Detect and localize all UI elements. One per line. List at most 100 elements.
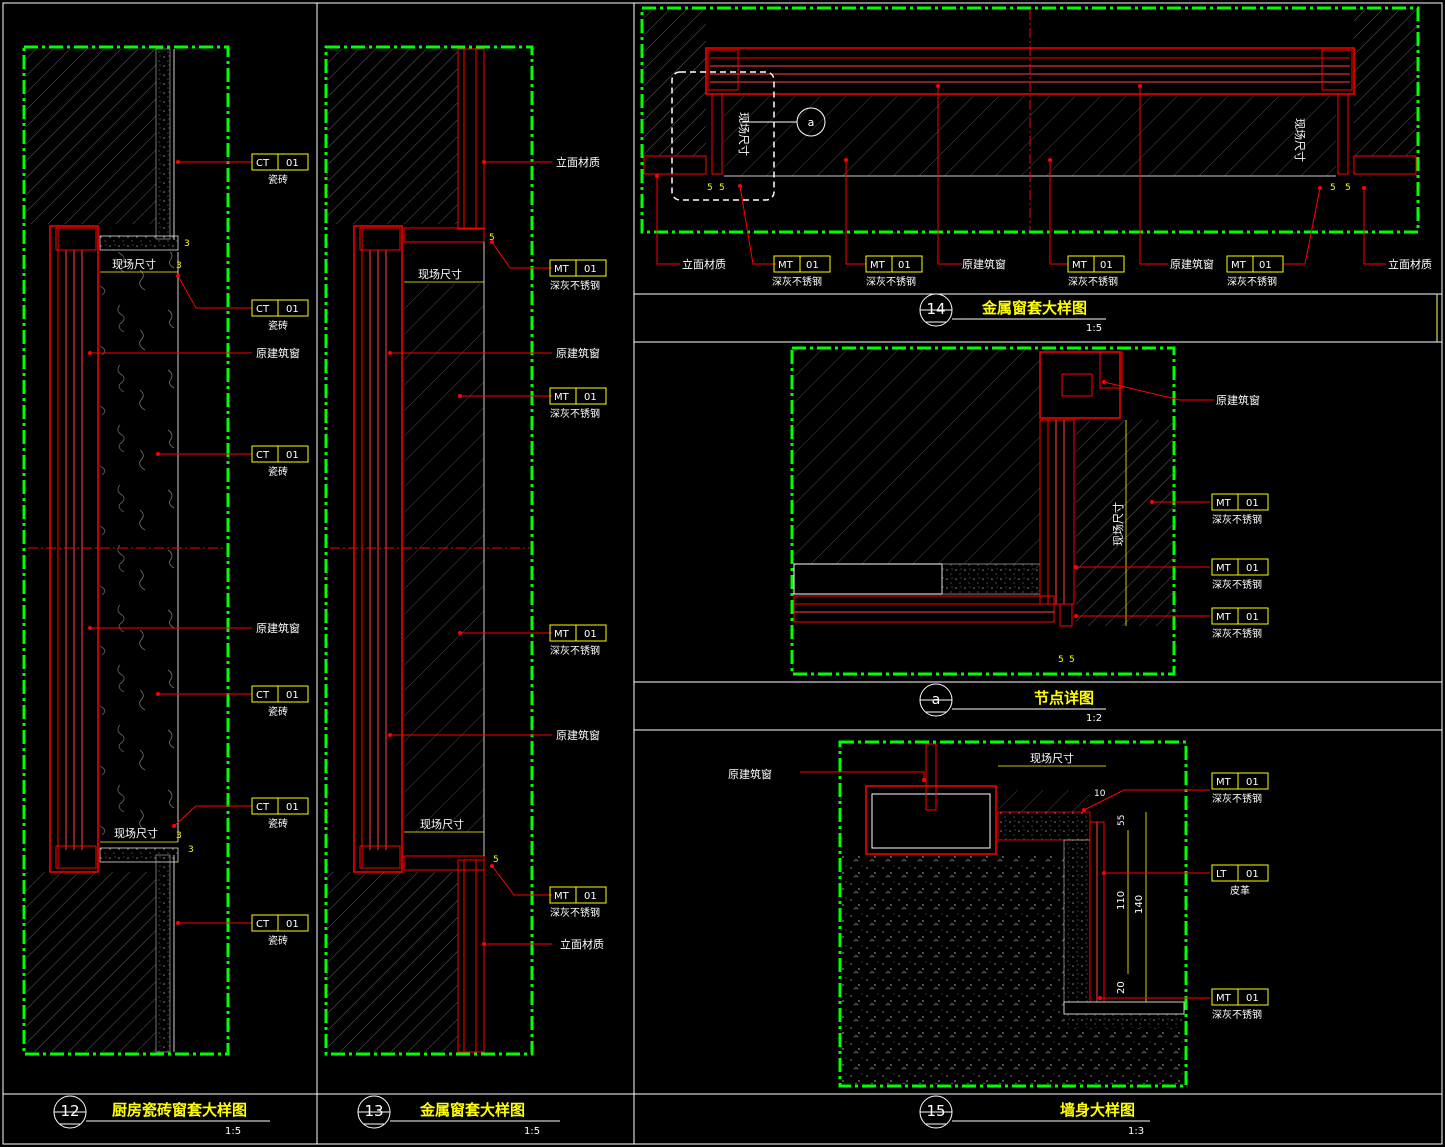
svg-text:01: 01: [584, 629, 597, 640]
svg-text:MT: MT: [1231, 260, 1247, 271]
svg-text:01: 01: [806, 260, 819, 271]
panel-15-scale: 1:3: [1128, 1126, 1144, 1137]
callout-mt01-4: MT 01 深灰不锈钢: [549, 886, 607, 919]
svg-text:01: 01: [584, 392, 597, 403]
svg-text:瓷砖: 瓷砖: [268, 173, 288, 186]
svg-text:MT: MT: [1216, 612, 1232, 623]
svg-text:01: 01: [584, 891, 597, 902]
site-size-bottom: 现场尺寸: [420, 817, 464, 831]
svg-text:01: 01: [1246, 777, 1259, 788]
window-profile: [1039, 351, 1121, 419]
callout-mt01-1: MT 01 深灰不锈钢: [1211, 772, 1269, 805]
panel-15-boundary: [838, 740, 1188, 1088]
dim-10: 10: [1094, 789, 1106, 799]
svg-text:LT: LT: [1216, 869, 1227, 880]
svg-text:MT: MT: [554, 392, 570, 403]
panel-a-node-detail: 现场尺寸 5 5 原建筑窗 MT 01 深灰不锈钢 MT 01 深灰不锈钢 MT: [790, 346, 1269, 724]
panel-15-wall-detail: 现场尺寸 10 55 110 140 20 原建筑窗 MT 01 深灰不锈钢 L…: [728, 740, 1269, 1137]
panel-13-boundary: [324, 45, 534, 1056]
svg-text:深灰不锈钢: 深灰不锈钢: [866, 275, 916, 288]
wall-bottom: [328, 872, 458, 1052]
site-size: 现场尺寸: [1030, 751, 1074, 765]
svg-text:01: 01: [1246, 498, 1259, 509]
svg-text:5: 5: [719, 183, 725, 193]
site-size-right: 现场尺寸: [1293, 118, 1307, 162]
callout-ct01-2: CT 01 瓷砖: [251, 299, 309, 332]
svg-text:3: 3: [188, 845, 194, 855]
svg-text:CT: CT: [256, 158, 270, 169]
callout-original-window-2: 原建筑窗: [256, 621, 300, 635]
svg-text:深灰不锈钢: 深灰不锈钢: [550, 407, 600, 420]
svg-text:01: 01: [286, 450, 299, 461]
svg-text:深灰不锈钢: 深灰不锈钢: [550, 906, 600, 919]
panel-a-number: a: [932, 692, 941, 708]
svg-text:01: 01: [1246, 993, 1259, 1004]
callout-ct01-1: CT 01 瓷砖: [251, 153, 309, 186]
svg-text:深灰不锈钢: 深灰不锈钢: [772, 275, 822, 288]
panel-12-scale: 1:5: [225, 1126, 241, 1137]
panel-15-title: 墙身大样图: [1060, 1101, 1135, 1119]
svg-text:瓷砖: 瓷砖: [268, 319, 288, 332]
callout-original-window: 原建筑窗: [1216, 393, 1260, 407]
svg-text:01: 01: [1246, 612, 1259, 623]
svg-text:CT: CT: [256, 450, 270, 461]
tile-layer-top: [155, 48, 171, 240]
dim-3-bottom: 3: [176, 831, 182, 841]
svg-text:01: 01: [286, 802, 299, 813]
dim-20: 20: [1116, 981, 1127, 994]
svg-text:01: 01: [898, 260, 911, 271]
detail-a-highlight: [671, 71, 775, 201]
tile-layer-bottom: [155, 854, 171, 1053]
panel-13-title: 金属窗套大样图: [419, 1101, 525, 1119]
svg-text:深灰不锈钢: 深灰不锈钢: [1212, 1008, 1262, 1021]
svg-text:深灰不锈钢: 深灰不锈钢: [1212, 792, 1262, 805]
svg-text:5: 5: [1345, 183, 1351, 193]
panel-15-number: 15: [926, 1102, 945, 1120]
panel-14-boundary: [640, 6, 1420, 234]
svg-text:MT: MT: [870, 260, 886, 271]
callout-ct01-3: CT 01 瓷砖: [251, 445, 309, 478]
panel-14-title: 金属窗套大样图: [981, 299, 1087, 317]
callout-mt01-3: MT 01 深灰不锈钢: [1211, 607, 1269, 640]
callout-mt01-2: MT 01 深灰不锈钢: [865, 255, 923, 288]
callout-ct01-5: CT 01 瓷砖: [251, 797, 309, 830]
svg-text:01: 01: [286, 919, 299, 930]
svg-text:MT: MT: [1216, 993, 1232, 1004]
site-size-top: 现场尺寸: [418, 267, 462, 281]
svg-text:瓷砖: 瓷砖: [268, 465, 288, 478]
callout-elevation-material-2: 立面材质: [1388, 257, 1432, 271]
svg-text:深灰不锈钢: 深灰不锈钢: [1212, 578, 1262, 591]
svg-text:MT: MT: [554, 891, 570, 902]
svg-text:MT: MT: [554, 629, 570, 640]
panel-a-scale: 1:2: [1086, 713, 1102, 724]
window-frame: [353, 225, 403, 873]
site-size-left: 现场尺寸: [737, 112, 751, 156]
panel-13-metal-window-casing: 现场尺寸 现场尺寸 5 5 立面材质 MT 01 深灰不锈钢 原建筑窗: [324, 45, 607, 1137]
callout-elevation-material-2: 立面材质: [560, 937, 604, 951]
svg-text:深灰不锈钢: 深灰不锈钢: [1212, 627, 1262, 640]
callout-original-window-2: 原建筑窗: [556, 728, 600, 742]
svg-text:CT: CT: [256, 919, 270, 930]
panel-12-title-block: 12 厨房瓷砖窗套大样图 1:5: [53, 1095, 270, 1137]
svg-text:5: 5: [1330, 183, 1336, 193]
svg-text:01: 01: [286, 158, 299, 169]
svg-text:瓷砖: 瓷砖: [268, 817, 288, 830]
callout-lt01: LT 01 皮革: [1211, 864, 1269, 897]
panel-15-title-block: 15 墙身大样图 1:3: [919, 1095, 1150, 1137]
panel-12-boundary: [22, 45, 230, 1056]
panel-14-scale: 1:5: [1086, 323, 1102, 334]
panel-13-title-block: 13 金属窗套大样图 1:5: [357, 1095, 560, 1137]
callout-mt01-3: MT 01 深灰不锈钢: [1067, 255, 1125, 288]
svg-text:5: 5: [1069, 655, 1075, 665]
detail-marker: a: [808, 116, 815, 129]
svg-text:MT: MT: [1216, 498, 1232, 509]
svg-text:CT: CT: [256, 802, 270, 813]
svg-text:深灰不锈钢: 深灰不锈钢: [550, 279, 600, 292]
panel-a-title-block: a 节点详图 1:2: [919, 683, 1106, 724]
svg-text:5: 5: [489, 233, 495, 243]
callout-mt01-2: MT 01 深灰不锈钢: [549, 387, 607, 420]
callout-elevation-material-1: 立面材质: [556, 155, 600, 169]
callout-mt01-3: MT 01 深灰不锈钢: [549, 624, 607, 657]
panel-13-number: 13: [364, 1102, 383, 1120]
svg-text:CT: CT: [256, 304, 270, 315]
